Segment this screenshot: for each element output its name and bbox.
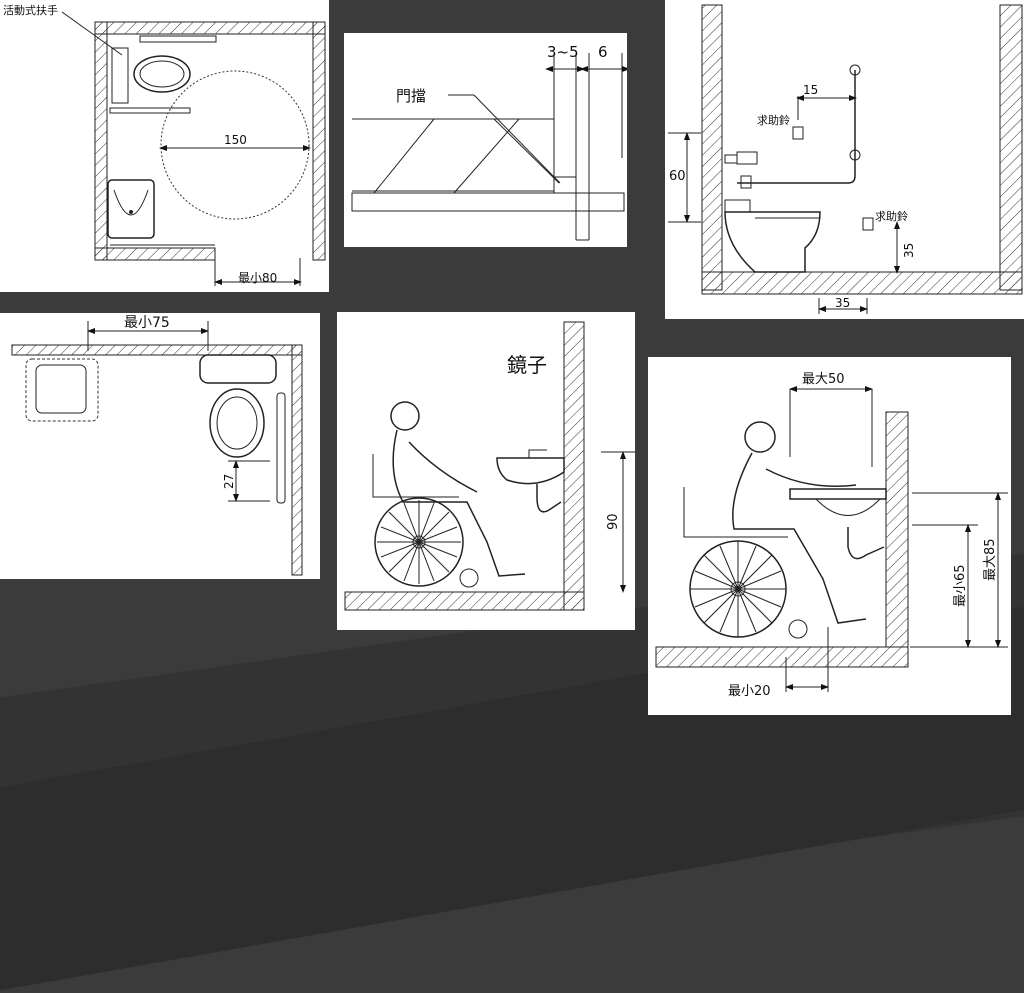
grab-dim-label: 15	[803, 83, 818, 97]
panel-counter: 最大50 最小65 最大85 最小20	[648, 357, 1011, 715]
rail-label: 活動式扶手	[3, 3, 58, 17]
counter-basin	[815, 498, 881, 516]
bell-button-1	[792, 126, 804, 140]
panel-door-stop: 3~5 6 門擋	[344, 33, 627, 247]
panel-sink-mirror: 鏡子 90	[337, 312, 635, 630]
rail-leader-line	[61, 11, 123, 56]
floor	[344, 591, 585, 611]
panel-toilet-plan: 150 最小80 活動式扶手	[0, 0, 329, 292]
top-dim-label: 最大50	[802, 372, 845, 387]
toilet-elevation-drawing: 求助鈴 求助鈴 15 60 35 35	[668, 4, 1023, 314]
drain-pipe	[847, 527, 885, 560]
chair-frame	[683, 487, 788, 538]
toilet-tank	[111, 47, 129, 104]
drain-pipe	[536, 484, 562, 513]
bottom-dim-label: 35	[835, 296, 850, 310]
hatch-line-3	[493, 118, 560, 184]
right-wall	[312, 21, 326, 261]
door-dim-label: 最小80	[238, 271, 277, 285]
counter-top	[789, 488, 887, 500]
person-arm	[765, 468, 857, 488]
stop-leader	[473, 94, 561, 184]
person-body	[392, 429, 526, 577]
toilet-corner-drawing: 最小75 27	[11, 315, 303, 576]
right-wall	[291, 344, 303, 576]
height-dim-label: 90	[606, 513, 621, 530]
faucet	[528, 449, 547, 458]
person-head	[390, 401, 420, 431]
grab-bar-cap	[849, 64, 861, 76]
right-wall	[999, 4, 1023, 291]
caster-wheel	[788, 619, 808, 639]
side-grab-bar	[276, 392, 286, 504]
sink	[496, 457, 565, 485]
movable-grab-bar	[109, 107, 191, 114]
left-wall	[94, 21, 108, 261]
top-dim-label: 最小75	[124, 315, 170, 331]
floor	[701, 271, 1023, 295]
sink-inner	[35, 364, 87, 414]
dim-b-label: 6	[598, 43, 608, 61]
toilet-bowl	[209, 388, 265, 458]
sink-outline	[107, 179, 155, 239]
door-stop	[553, 176, 577, 194]
top-wall	[11, 344, 303, 356]
bell-label-2: 求助鈴	[875, 209, 908, 223]
floor	[655, 646, 909, 668]
chair-frame	[372, 454, 459, 498]
toilet-seat	[139, 60, 185, 88]
person-arm	[408, 441, 478, 493]
min-dim-label: 最小65	[953, 564, 968, 607]
circle-dim-label: 150	[224, 133, 247, 147]
toilet-tank-side	[724, 199, 751, 213]
stop-label: 門擋	[396, 87, 426, 105]
toilet-tank	[199, 354, 277, 384]
wheel-spokes	[377, 500, 461, 584]
toilet-seat	[216, 396, 258, 450]
panel-toilet-corner: 最小75 27	[0, 313, 320, 579]
sink-mirror-drawing: 鏡子 90	[344, 321, 635, 611]
toilet	[724, 211, 821, 273]
wall-mount-3	[740, 175, 752, 189]
sink-basin	[113, 189, 149, 216]
hatch-line-2	[453, 118, 520, 194]
wall-mount-2	[736, 151, 758, 165]
toilet-bowl	[133, 55, 191, 93]
wheel	[374, 497, 464, 587]
max-dim-label: 最大85	[983, 538, 998, 581]
bottom-dim-label: 最小20	[728, 684, 771, 699]
toilet-plan-drawing: 150 最小80 活動式扶手	[3, 3, 326, 286]
top-grab-bar	[139, 35, 217, 43]
bottom-wall	[94, 247, 216, 261]
grab-bar-l	[737, 70, 856, 184]
sink-drain	[129, 210, 133, 214]
height-dim-label: 60	[669, 169, 686, 184]
mirror-label: 鏡子	[507, 353, 547, 377]
threshold	[351, 192, 625, 212]
grab-bar-joint	[849, 149, 861, 161]
bell-label-1: 求助鈴	[757, 113, 790, 127]
person-head	[744, 421, 776, 453]
hatch-line-1	[373, 118, 435, 194]
caster-wheel	[459, 568, 479, 588]
wheel-spokes	[690, 541, 786, 637]
wall	[885, 411, 909, 648]
wall	[563, 321, 585, 611]
top-wall	[94, 21, 326, 35]
sink-outline	[25, 358, 99, 422]
left-wall	[701, 4, 723, 291]
person-body	[732, 452, 867, 624]
counter-drawing: 最大50 最小65 最大85 最小20	[655, 372, 1008, 699]
dim-a-label: 3~5	[547, 43, 579, 61]
bell-height-label: 35	[902, 243, 916, 258]
side-dim-label: 27	[222, 474, 236, 489]
wall-mount-1	[724, 154, 738, 164]
door-stop-drawing: 3~5 6 門擋	[351, 43, 627, 241]
panel-toilet-elevation: 求助鈴 求助鈴 15 60 35 35	[665, 0, 1024, 319]
bell-button-2	[862, 217, 874, 231]
